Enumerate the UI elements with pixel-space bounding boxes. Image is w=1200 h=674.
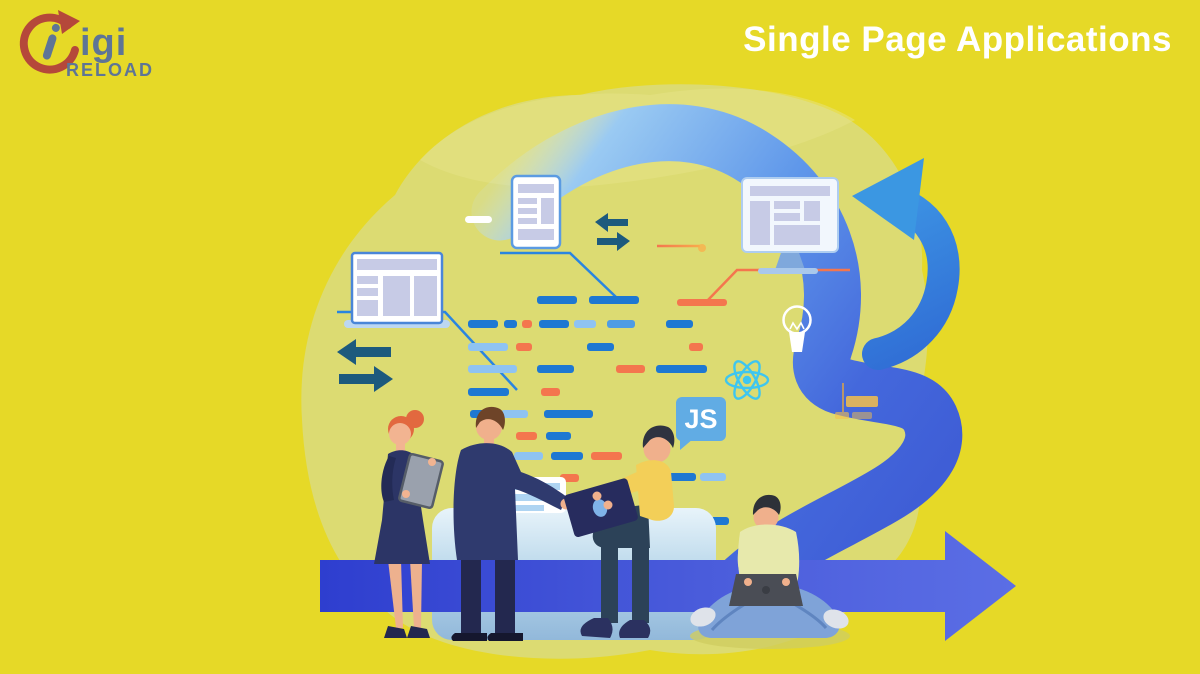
reload-d-icon	[19, 10, 80, 74]
connector-line-blue-center	[500, 251, 618, 299]
businessman	[451, 406, 572, 641]
refresh-arrow-icon	[852, 158, 960, 370]
person-cross-legged-laptop	[690, 494, 849, 638]
orange-line-dot	[698, 244, 706, 252]
forward-arrow-icon	[320, 531, 1016, 641]
swap-arrows-icon	[595, 213, 630, 251]
browser-card-left	[344, 251, 450, 328]
react-logo-icon	[724, 360, 770, 400]
sticky-note	[835, 383, 878, 419]
white-dash	[465, 216, 492, 223]
page-title: Single Page Applications	[743, 20, 1172, 59]
js-badge: JS	[676, 397, 726, 450]
brand-text: igi	[80, 22, 128, 64]
brand-logo: igi RELOAD	[14, 6, 184, 96]
lightbulb-icon	[782, 305, 812, 352]
man-with-laptop	[564, 425, 675, 638]
desktop-monitor	[741, 177, 839, 274]
swap-arrows-icon	[337, 339, 393, 392]
woman-with-tablet	[374, 410, 444, 638]
brand-subtitle: RELOAD	[66, 60, 154, 80]
browser-card-center	[510, 174, 562, 250]
swoosh-band	[471, 104, 963, 609]
